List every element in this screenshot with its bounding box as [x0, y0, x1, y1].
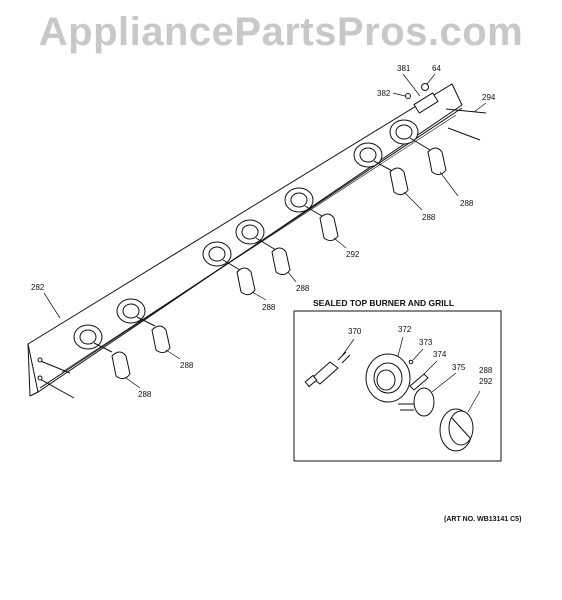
clip-part: [408, 359, 429, 391]
callout-381: 381: [397, 64, 411, 73]
callout-372: 372: [398, 325, 412, 334]
badge-part: [405, 83, 439, 114]
callout-374: 374: [433, 350, 447, 359]
valve-stems: [93, 137, 431, 353]
callout-288: 288: [138, 390, 152, 399]
panel-screw-right: [445, 108, 487, 141]
callout-382: 382: [377, 89, 391, 98]
inset-sealed-top-burner: SEALED TOP BURNER AND GRILL: [293, 298, 502, 462]
panel-screw-left: [37, 357, 75, 399]
callout-288: 288: [479, 366, 493, 375]
callout-288: 288: [296, 284, 310, 293]
callout-375: 375: [452, 363, 466, 372]
knob-icons: [111, 147, 447, 380]
callout-282: 282: [31, 283, 45, 292]
callout-64: 64: [432, 64, 441, 73]
art-number: (ART NO. WB13141 C5): [444, 516, 521, 523]
skirt-part: [398, 387, 435, 417]
callout-288: 288: [180, 361, 194, 370]
inset-title: SEALED TOP BURNER AND GRILL: [313, 298, 454, 308]
callout-294: 294: [482, 93, 496, 102]
watermark-logo: AppliancePartsPros.com: [38, 10, 524, 54]
callout-288: 288: [262, 303, 276, 312]
inset-leader-lines: [341, 336, 481, 413]
callout-370: 370: [348, 327, 362, 336]
bezel-ring-part: [365, 353, 411, 403]
callout-292: 292: [479, 377, 493, 386]
callout-288: 288: [460, 199, 474, 208]
leader-lines: [43, 73, 487, 389]
callout-labels: 381 64 382 294 288 288 292 288 288 288 2…: [31, 64, 496, 399]
inset-knob-icon: [439, 408, 474, 452]
callout-373: 373: [419, 338, 433, 347]
callout-288: 288: [422, 213, 436, 222]
callout-292: 292: [346, 250, 360, 259]
